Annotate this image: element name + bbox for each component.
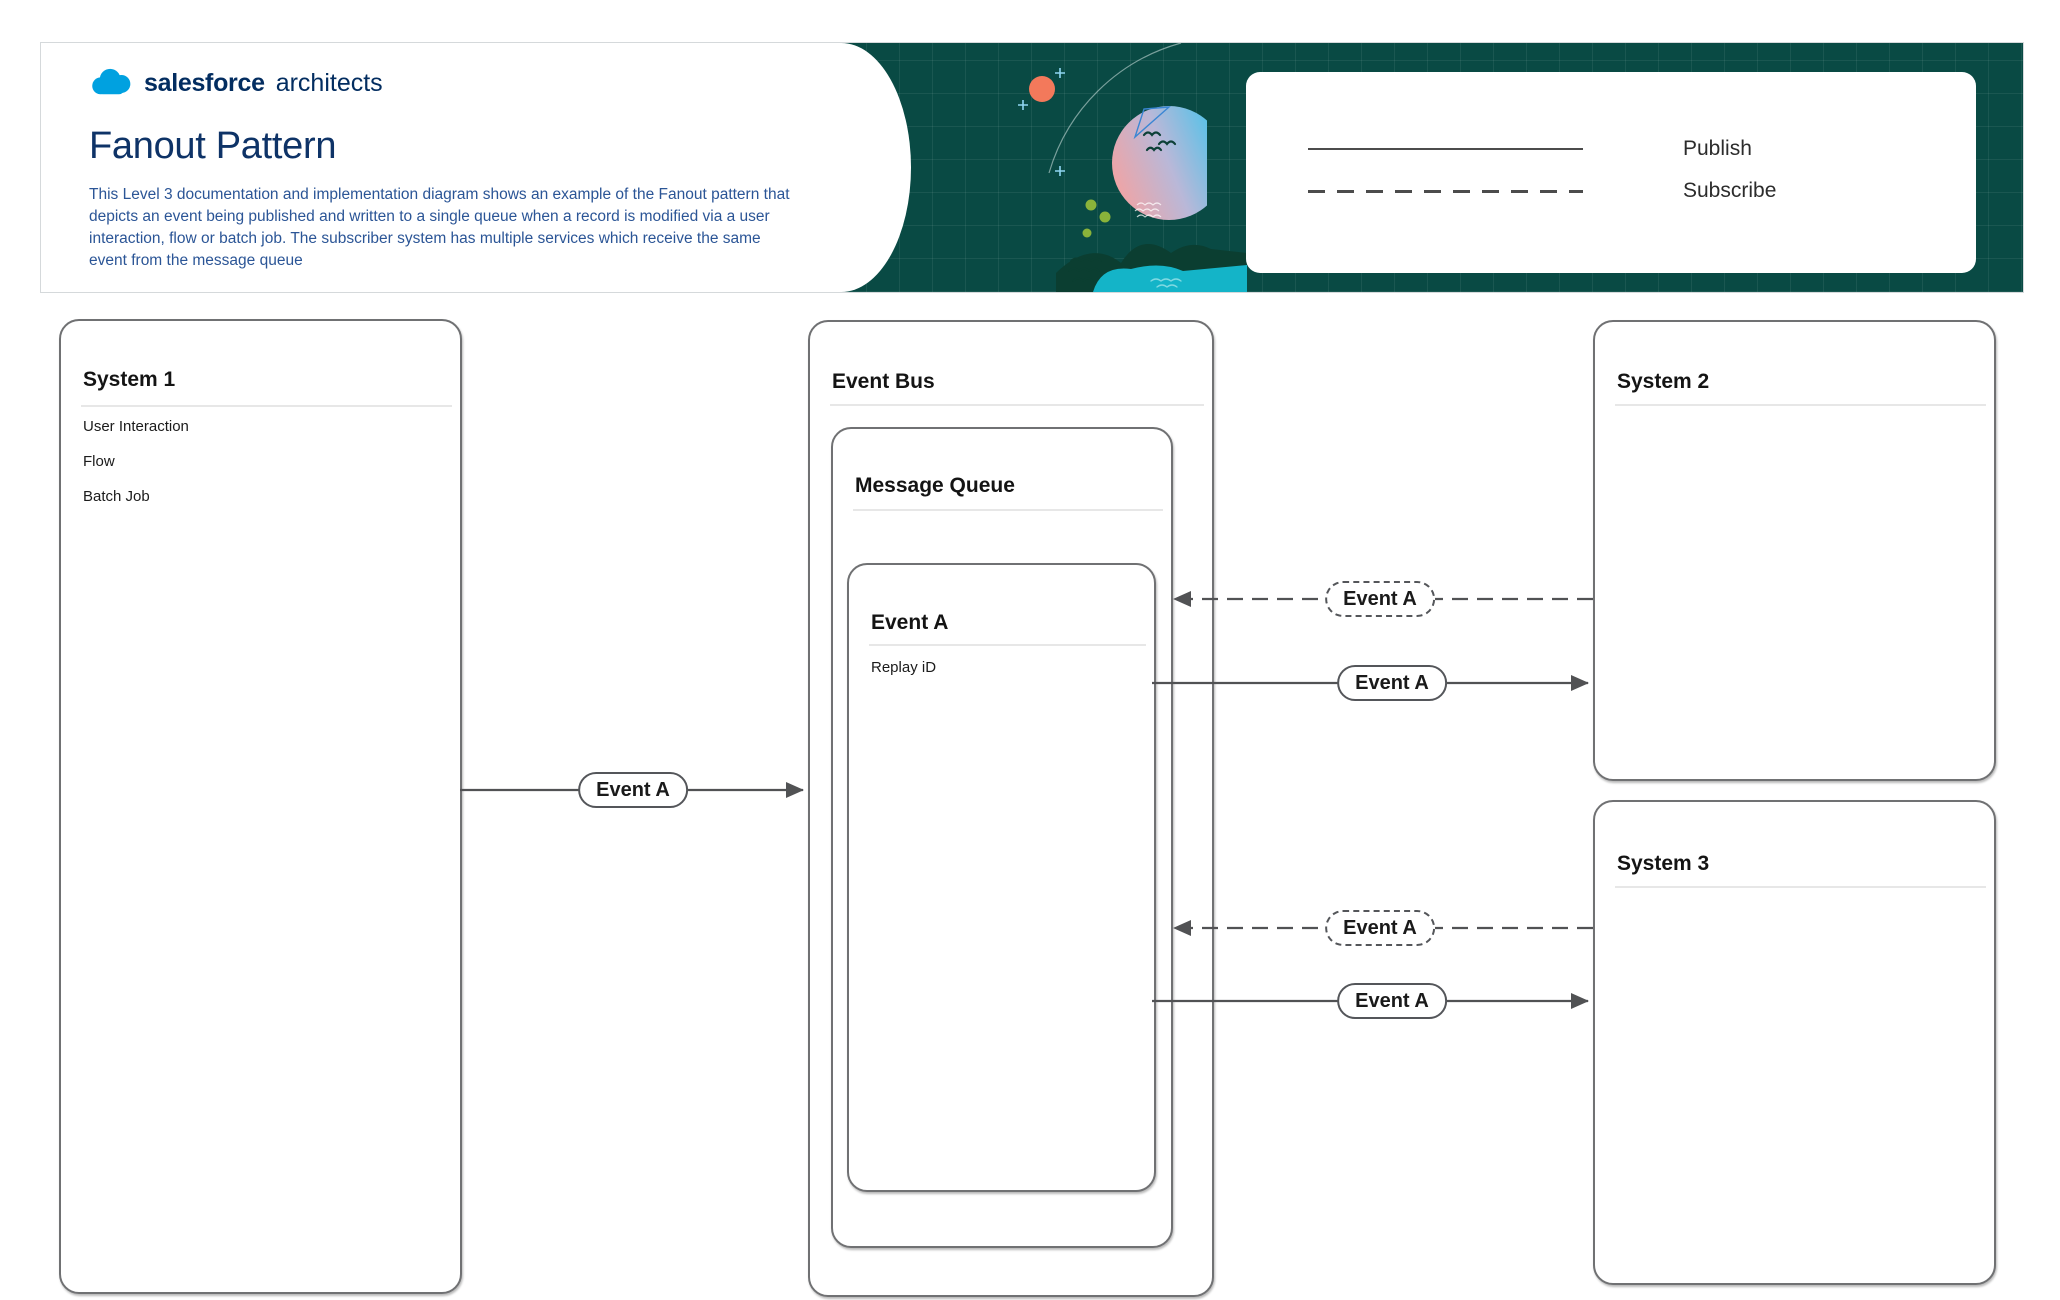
system1-item-batch-job: Batch Job [83,488,150,505]
event-label-publish-system1: Event A [578,772,688,808]
event-label-subscribe-system2: Event A [1325,581,1435,617]
event-a-replay-id: Replay iD [871,659,937,676]
plus-sparkle-icon [1018,68,1065,176]
salesforce-cloud-icon [92,68,131,95]
light-squiggles-icon [1150,278,1182,288]
system3-title: System 3 [1617,852,1710,875]
event-a-title-rule [869,644,1146,646]
event-label-subscribe-system3: Event A [1325,910,1435,946]
sun-icon [1029,76,1055,102]
system3-box: System 3 [1593,800,1996,1285]
event-label-publish-system3: Event A [1337,983,1447,1019]
system1-item-user-interaction: User Interaction [83,418,189,435]
moon-icon [1112,106,1207,220]
event-a-box: Event A Replay iD [847,563,1156,1192]
publish-line-sample [1308,148,1583,150]
water-icon [1093,265,1247,292]
system2-title-rule [1615,404,1986,406]
system3-title-rule [1615,886,1986,888]
system1-box: System 1 User Interaction Flow Batch Job [59,319,462,1294]
system2-box: System 2 [1593,320,1996,781]
birds-icon [1142,131,1177,152]
triangle-icon [1133,106,1172,140]
legend-label-publish: Publish [1683,137,1752,160]
bush-dots-icon [1082,199,1111,238]
dark-squiggles-icon [1068,257,1102,283]
event-bus-title: Event Bus [832,370,935,393]
salesforce-architects-logo: salesforce architects [89,67,383,99]
logo-brand-text: salesforce [144,68,265,97]
subscribe-line-sample [1308,190,1583,193]
orbit-arc [1048,43,1182,174]
event-label-publish-system2: Event A [1337,665,1447,701]
page-title: Fanout Pattern [89,125,337,167]
event-a-title: Event A [871,611,949,634]
message-queue-title-rule [853,509,1163,511]
message-queue-title: Message Queue [855,474,1015,497]
header-white-panel: salesforce architects Fanout Pattern Thi… [41,43,911,292]
system1-item-flow: Flow [83,453,115,470]
event-bus-title-rule [830,404,1204,406]
legend-card: Publish Subscribe [1246,72,1976,273]
system1-title-rule [81,405,452,407]
moon-waves-icon [1134,202,1162,218]
header-band: salesforce architects Fanout Pattern Thi… [40,42,2024,293]
header-illustration [1018,43,1247,292]
system1-title: System 1 [83,368,176,391]
legend-label-subscribe: Subscribe [1683,179,1777,202]
page-description: This Level 3 documentation and implement… [89,186,790,269]
logo-suffix-text: architects [275,68,383,97]
system2-title: System 2 [1617,370,1710,393]
